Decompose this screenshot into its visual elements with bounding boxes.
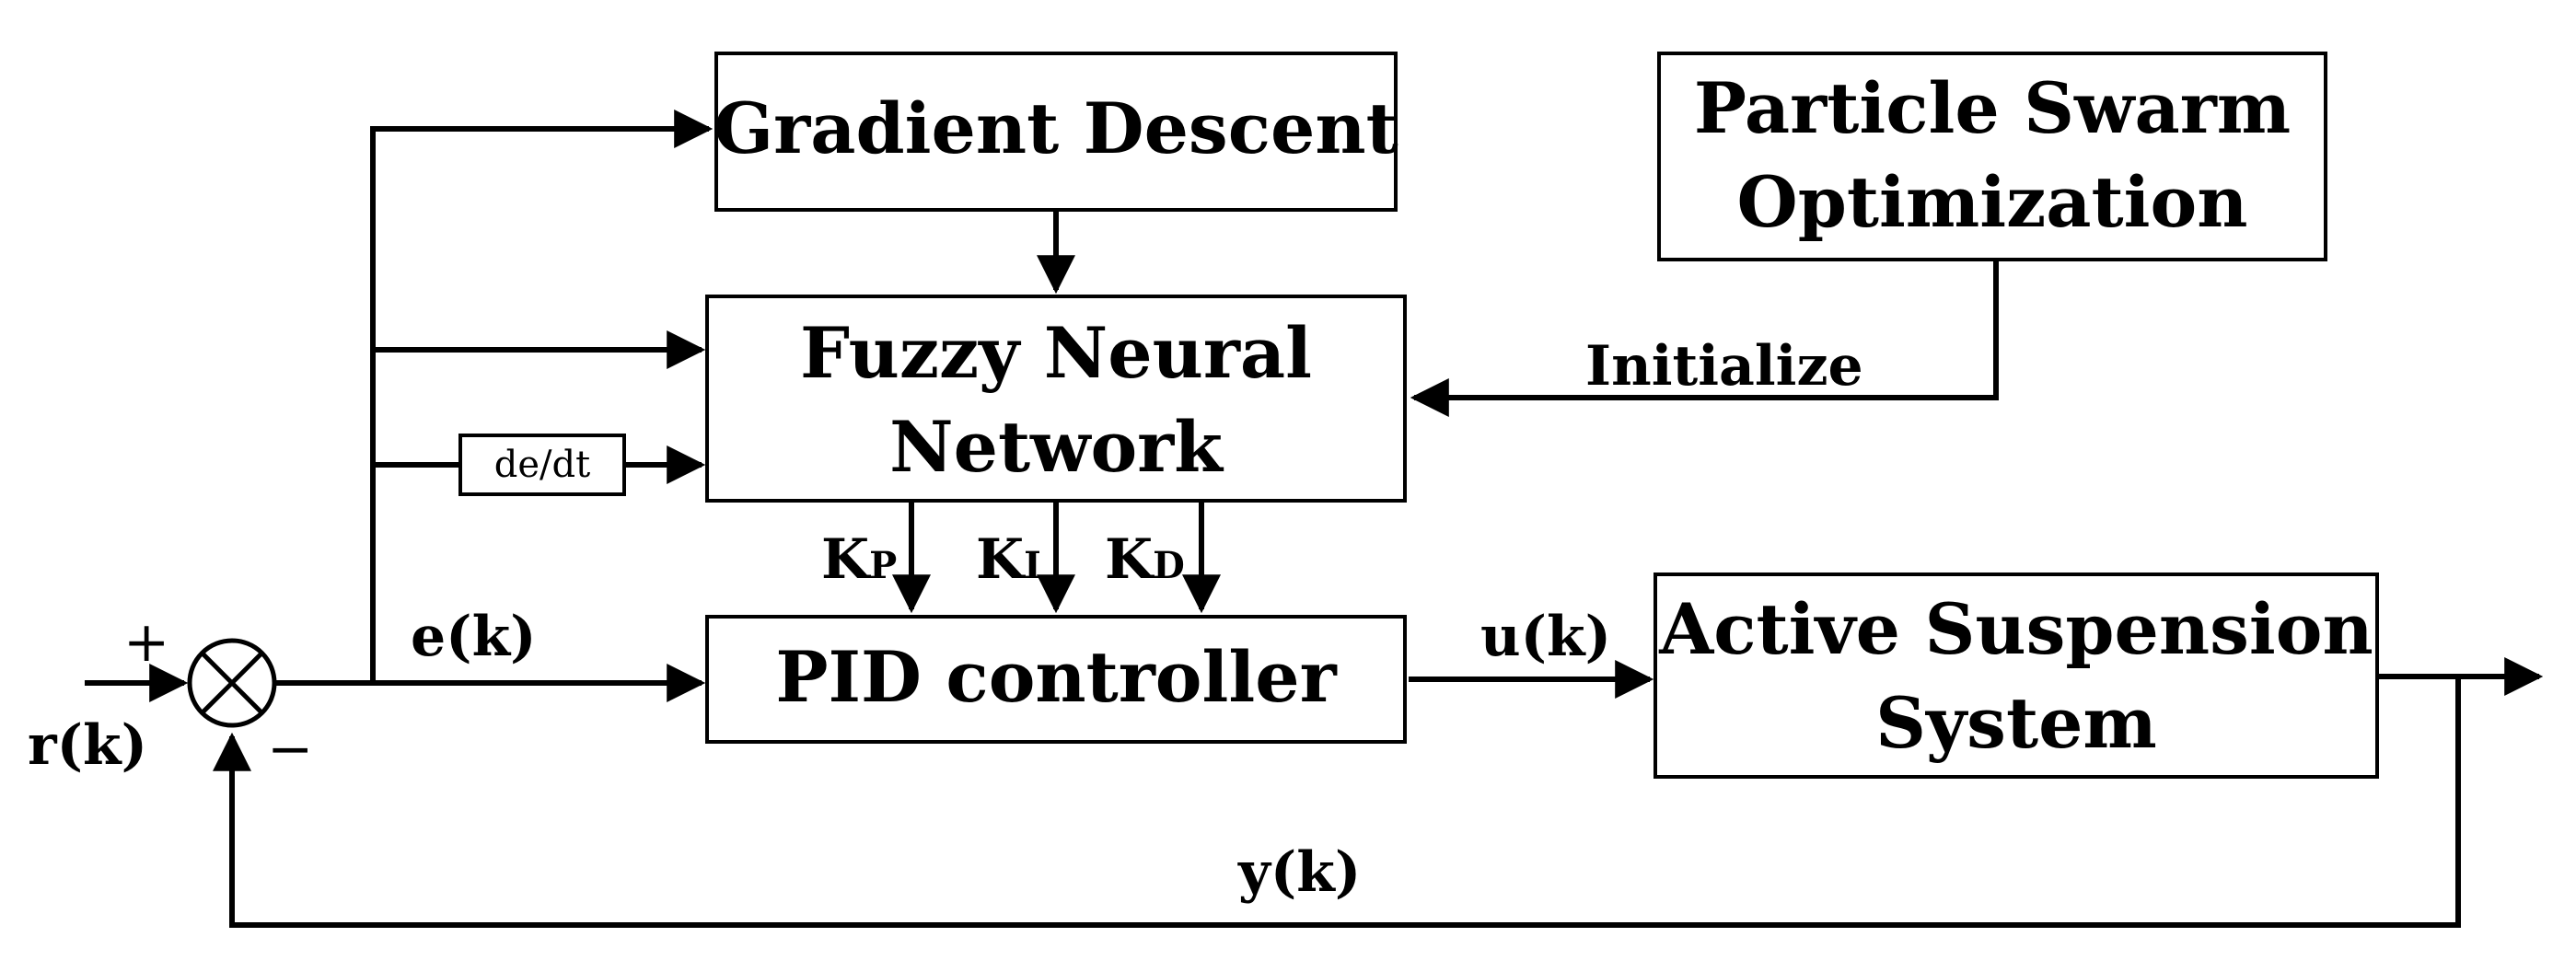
signal-wires — [85, 110, 2544, 928]
fnn-label-line1: Fuzzy Neural — [800, 312, 1312, 394]
pid-controller-block: PID controller — [705, 615, 1407, 744]
kp-main: K — [821, 527, 871, 592]
plant-label-line1: Active Suspension — [1658, 588, 2373, 670]
gradient-descent-label: Gradient Descent — [714, 87, 1398, 169]
feedback-path — [213, 677, 2461, 928]
control-label: u(k) — [1480, 605, 1611, 669]
initialize-label: Initialize — [1585, 334, 1863, 399]
kd-sub: D — [1153, 544, 1185, 587]
pso-label-line2: Optimization — [1737, 161, 2248, 243]
plant-label-line2: System — [1875, 682, 2157, 764]
ki-sub: I — [1024, 544, 1041, 587]
kd-main: K — [1105, 527, 1155, 592]
active-suspension-block: Active Suspension System — [1654, 573, 2379, 779]
minus-sign: − — [267, 717, 313, 781]
ki-main: K — [976, 527, 1026, 592]
pid-label: PID controller — [775, 636, 1337, 718]
pso-label-line1: Particle Swarm — [1694, 67, 2291, 149]
fuzzy-neural-network-block: Fuzzy Neural Network — [705, 295, 1407, 503]
gradient-descent-block: Gradient Descent — [714, 52, 1398, 212]
error-label: e(k) — [411, 605, 537, 669]
pso-initialize-path — [1410, 260, 1999, 417]
output-label: y(k) — [1237, 840, 1361, 905]
fnn-label-line2: Network — [889, 406, 1224, 488]
derivative-label: de/dt — [494, 444, 590, 486]
plus-sign: + — [123, 610, 169, 675]
kp-sub: P — [869, 544, 897, 587]
ki-label: KI — [976, 527, 1041, 592]
derivative-block: de/dt — [458, 434, 626, 496]
kp-label: KP — [821, 527, 897, 592]
kd-label: KD — [1105, 527, 1185, 592]
pso-block: Particle Swarm Optimization — [1657, 52, 2327, 261]
reference-label: r(k) — [28, 713, 147, 778]
summing-junction — [187, 638, 277, 728]
